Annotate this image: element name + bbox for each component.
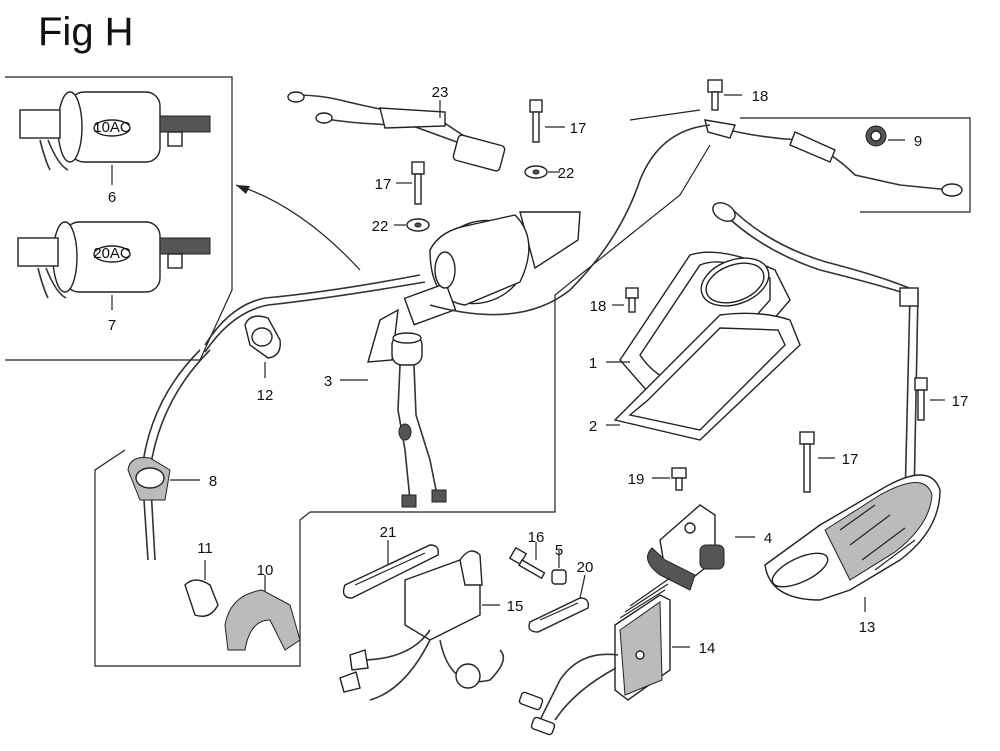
grommet-9 xyxy=(865,125,887,147)
bolt-18-top xyxy=(707,79,723,111)
spark-plug-cap-10 xyxy=(224,589,301,651)
callout-16: 16 xyxy=(528,529,545,546)
callout-14: 14 xyxy=(699,640,716,657)
ignition-coil-6: 10AC xyxy=(19,91,211,171)
callout-9: 9 xyxy=(914,133,922,150)
callout-6: 6 xyxy=(108,189,116,206)
callout-17-mid: 17 xyxy=(842,451,859,468)
contact-breaker-4 xyxy=(647,504,725,591)
callout-21: 21 xyxy=(380,524,397,541)
callout-7: 7 xyxy=(108,317,116,334)
plate-21 xyxy=(342,544,440,599)
condenser-3 xyxy=(367,308,447,508)
callout-17-upper: 17 xyxy=(570,120,587,137)
inset-pointer xyxy=(235,184,361,271)
callout-17-right: 17 xyxy=(952,393,969,410)
section-boundaries xyxy=(5,76,971,667)
main-harness xyxy=(429,124,711,316)
callout-1: 1 xyxy=(589,355,597,372)
ht-lead-lower xyxy=(149,349,211,561)
washer-22-upper xyxy=(524,165,548,179)
ignition-coil-assembly xyxy=(403,211,581,326)
callout-15: 15 xyxy=(507,598,524,615)
bolt-18-cover xyxy=(625,287,639,313)
coil-6-marking: 10AC xyxy=(93,119,131,136)
callout-13: 13 xyxy=(859,619,876,636)
ht-lead-upper xyxy=(204,274,421,346)
callout-17-left: 17 xyxy=(375,176,392,193)
lead-wire-23 xyxy=(287,91,506,172)
callout-20: 20 xyxy=(577,559,594,576)
callout-10: 10 xyxy=(257,562,274,579)
callout-2: 2 xyxy=(589,418,597,435)
ignition-coil-7: 20AC xyxy=(17,221,211,299)
figure-title: Fig H xyxy=(38,10,134,54)
cap-11 xyxy=(184,579,219,617)
bolt-17-mid xyxy=(799,431,815,493)
ground-wire xyxy=(704,119,963,197)
screw-19 xyxy=(671,467,687,491)
rectifier-14 xyxy=(518,577,671,736)
coil-7-marking: 20AC xyxy=(93,245,131,262)
washer-22-left xyxy=(406,218,430,232)
bolt-17-upper xyxy=(529,99,543,143)
callout-8: 8 xyxy=(209,473,217,490)
callout-19: 19 xyxy=(628,471,645,488)
cover-1 xyxy=(619,251,791,406)
charge-coil-13 xyxy=(764,474,941,601)
bolt-17-left xyxy=(411,161,425,205)
callout-22-upper: 22 xyxy=(558,165,575,182)
callout-18-cover: 18 xyxy=(590,298,607,315)
callout-5: 5 xyxy=(555,542,563,559)
callout-18-top: 18 xyxy=(752,88,769,105)
gasket-2 xyxy=(613,312,801,441)
charge-coil-lead xyxy=(719,209,911,501)
nut-5 xyxy=(551,569,567,585)
callout-12: 12 xyxy=(257,387,274,404)
bolt-16 xyxy=(508,546,546,580)
callout-3: 3 xyxy=(324,373,332,390)
bolt-17-right xyxy=(914,377,928,421)
cdi-unit-15 xyxy=(339,550,505,701)
callout-11: 11 xyxy=(197,540,213,557)
callout-4: 4 xyxy=(764,530,772,547)
plate-20 xyxy=(528,597,590,633)
grommet-8 xyxy=(127,457,171,501)
cable-clamp-12 xyxy=(244,315,281,359)
callout-22-left: 22 xyxy=(372,218,389,235)
callout-23: 23 xyxy=(432,84,449,101)
